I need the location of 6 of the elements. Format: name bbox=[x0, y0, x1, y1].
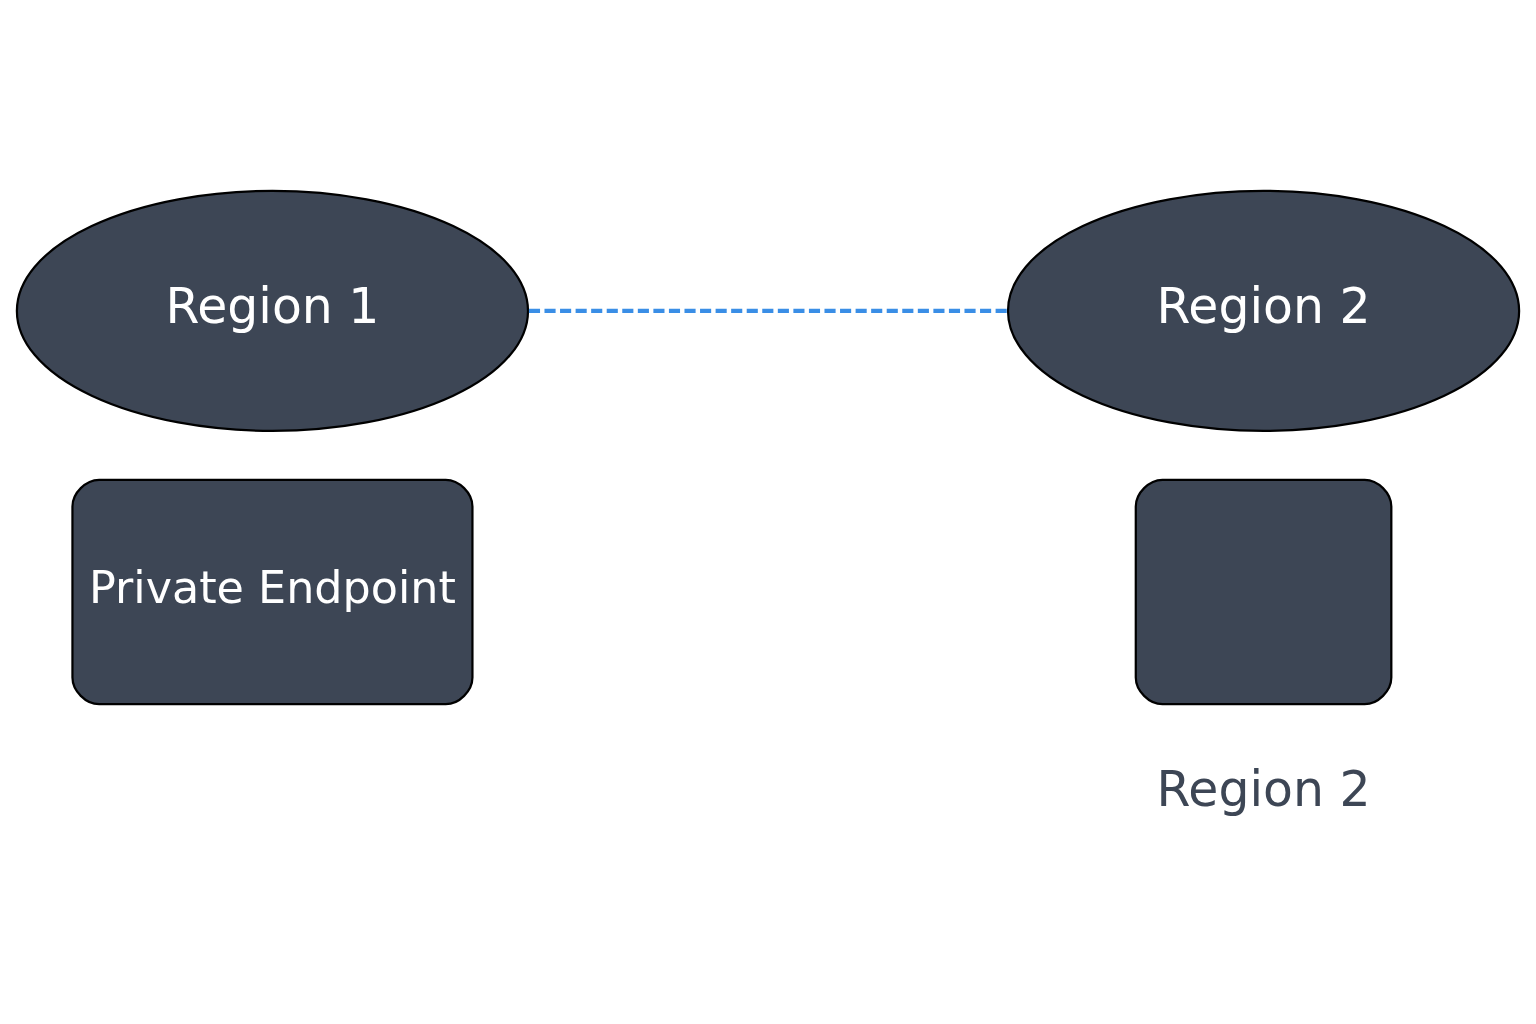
node-box bbox=[1134, 478, 1393, 706]
node-ellipse: Region 2 bbox=[1006, 189, 1521, 432]
node-ellipse: Region 1 bbox=[15, 189, 530, 432]
node-box: Private Endpoint bbox=[71, 478, 474, 706]
connector bbox=[528, 308, 1008, 314]
node-label: Region 2 bbox=[1156, 760, 1371, 818]
